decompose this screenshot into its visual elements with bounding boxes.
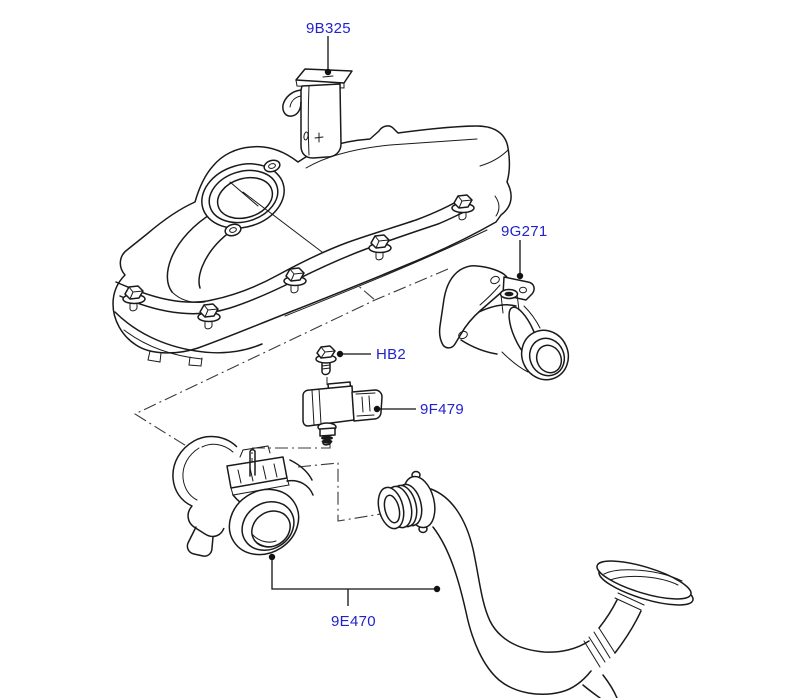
- intake-manifold-drawing: [112, 125, 512, 367]
- part-label-hb2[interactable]: HB2: [376, 346, 406, 363]
- water-outlet-drawing: [438, 265, 570, 381]
- part-label-9e470[interactable]: 9E470: [331, 613, 376, 630]
- manifold-port: [201, 159, 323, 253]
- egr-valve-drawing: [172, 435, 314, 557]
- leader-lines: [268, 36, 524, 606]
- part-label-9g271[interactable]: 9G271: [501, 223, 548, 240]
- part-label-9b325[interactable]: 9B325: [306, 20, 351, 37]
- mounting-bracket-drawing: [282, 68, 353, 159]
- part-label-9f479[interactable]: 9F479: [420, 401, 464, 418]
- egr-pipe-drawing: [377, 470, 694, 698]
- sensor-drawing: [302, 381, 383, 446]
- sensor-bolt-drawing: [315, 345, 337, 376]
